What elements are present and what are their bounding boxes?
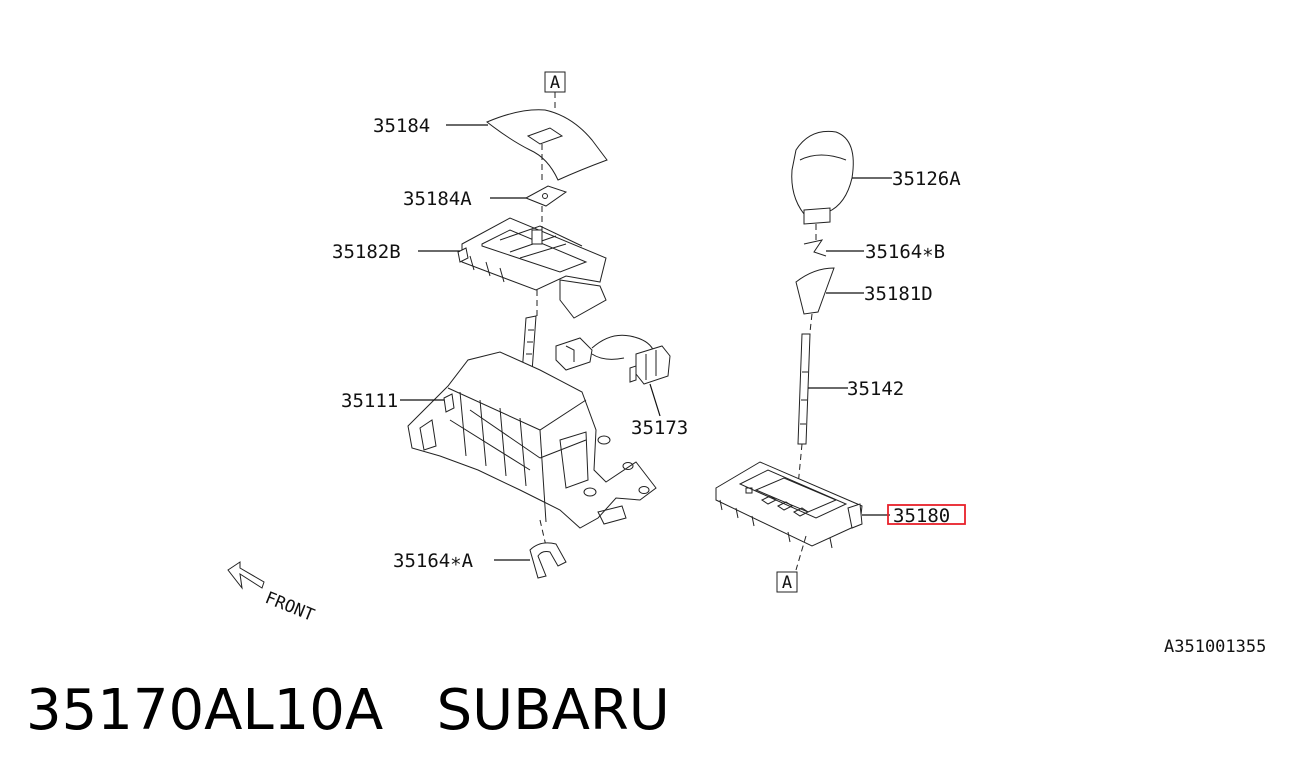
part-35111-shifter-base bbox=[407, 315, 657, 547]
diagram-ref-code: A351001355 bbox=[1164, 637, 1266, 657]
label-35111[interactable]: 35111 bbox=[341, 390, 398, 412]
label-front: FRONT bbox=[262, 588, 317, 626]
highlight-35180-box bbox=[887, 504, 966, 525]
label-35164b[interactable]: 35164∗B bbox=[865, 241, 945, 263]
part-35126a-knob bbox=[791, 130, 854, 240]
front-arrow-icon bbox=[227, 561, 265, 590]
part-35182b-housing bbox=[457, 217, 607, 319]
svg-text:A: A bbox=[782, 573, 792, 593]
label-35180[interactable]: 35180 bbox=[893, 505, 950, 527]
part-35164b-clip bbox=[803, 239, 827, 257]
label-35184[interactable]: 35184 bbox=[373, 115, 430, 137]
part-35173-switch bbox=[555, 334, 671, 417]
part-35180-indicator bbox=[715, 461, 863, 571]
part-35181d-cover bbox=[795, 267, 835, 333]
label-35164a[interactable]: 35164∗A bbox=[393, 550, 474, 572]
label-35126a[interactable]: 35126A bbox=[892, 168, 961, 190]
label-35142[interactable]: 35142 bbox=[847, 378, 904, 400]
part-35184a-plate bbox=[524, 185, 568, 232]
svg-text:A: A bbox=[550, 73, 560, 93]
label-35181d[interactable]: 35181D bbox=[864, 283, 933, 305]
part-35142-rod bbox=[797, 333, 811, 487]
part-35184-panel bbox=[486, 109, 608, 182]
part-35164a-clip bbox=[529, 542, 567, 579]
label-35173[interactable]: 35173 bbox=[631, 417, 688, 439]
label-35184a[interactable]: 35184A bbox=[403, 188, 472, 210]
ref-box-a-bottom: A bbox=[776, 571, 798, 593]
ref-box-a-top: A bbox=[544, 71, 566, 110]
label-35182b[interactable]: 35182B bbox=[332, 241, 401, 263]
page-title: 35170AL10A SUBARU bbox=[26, 678, 670, 743]
